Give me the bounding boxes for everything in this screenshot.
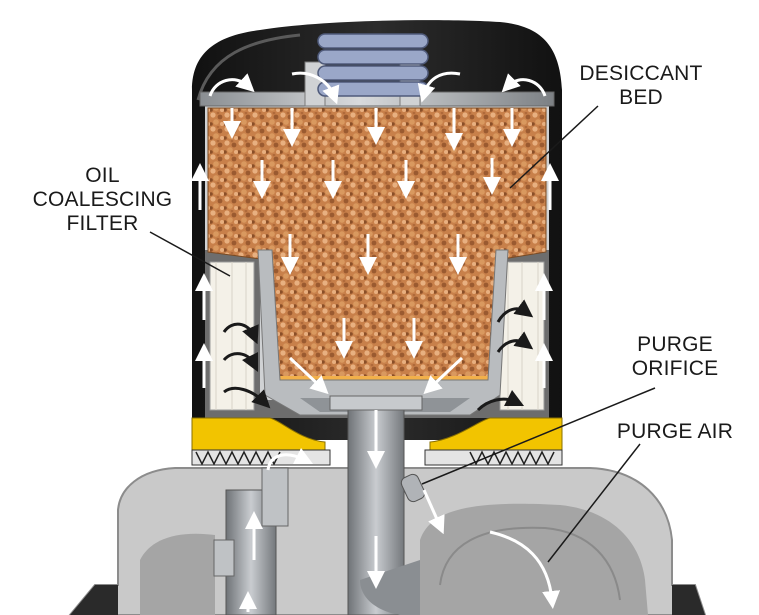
spring-icon [317,33,429,97]
filter-flow-arrows [222,299,534,412]
base-cavity-left [140,533,215,615]
desiccant-bed-label-line-1: DESICCANT [579,62,703,85]
purge-orifice-label-line-2: ORIFICE [631,357,719,380]
purge-orifice-label: PURGE ORIFICE [610,333,740,381]
purge-air-label-line-1: PURGE AIR [616,420,734,443]
desiccant-bed-label: DESICCANT BED [566,62,716,110]
purge-orifice [400,473,426,503]
oil-coalescing-filter-label-line-3: FILTER [66,212,139,235]
yellow-seal-right [429,417,563,453]
purge-air-label: PURGE AIR [610,420,740,444]
purge-orifice-label-line-1: PURGE [637,333,713,356]
flow-arrows [191,71,561,612]
oil-coalescing-filter-label: OIL COALESCING FILTER [10,164,195,236]
base-cavity-right [420,503,648,615]
leader-lines [149,105,656,563]
oil-coalescing-filter-label-line-2: COALESCING [32,188,173,211]
oil-coalescing-filter-label-line-1: OIL [85,164,120,187]
yellow-seal-left [191,417,326,453]
desiccant-bed-label-line-2: BED [619,86,663,109]
